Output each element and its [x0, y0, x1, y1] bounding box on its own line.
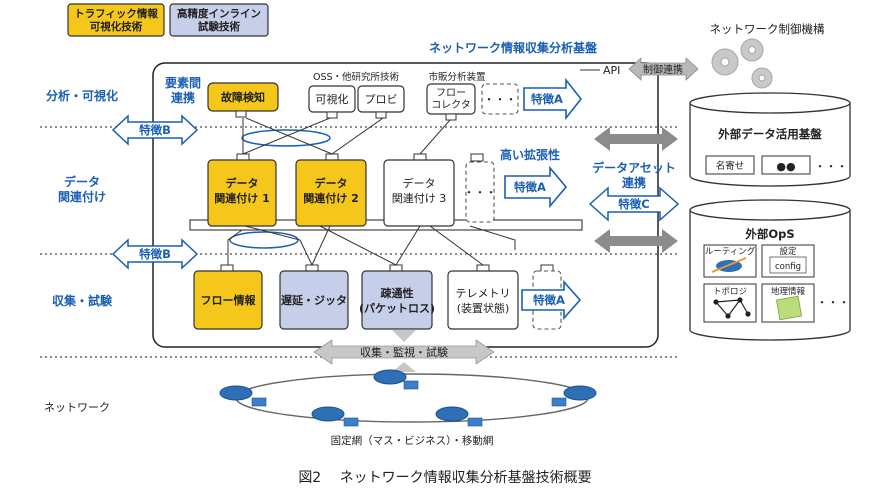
collection-box-telemetry: テレメトリ(装置状態) — [447, 264, 519, 330]
config-title: 設定 — [779, 246, 797, 257]
correlation-box-3: データ関連付け 3 — [383, 153, 455, 227]
oss-label: OSS・他研究所技術 — [313, 71, 400, 83]
external-ops-cylinder: 外部OpS ルーティング 設定 config トポロジ 地理情報 ・・・ — [689, 199, 851, 341]
control-link-label: 制御連携 — [643, 63, 683, 76]
external-data-more: ・・・ — [815, 160, 848, 173]
feature-c-arrow: 特徴C — [588, 186, 680, 222]
feature-c-label: 特徴C — [618, 197, 649, 211]
feature-b-arrow-top: 特徴B — [111, 114, 199, 146]
feature-a-label-analysis: 特徴A — [531, 92, 563, 106]
platform-title: ネットワーク情報収集分析基盤 — [429, 40, 598, 55]
topology-graph-icon — [713, 297, 751, 319]
layer-label-network: ネットワーク — [44, 401, 110, 414]
analysis-more-box: ・・・ — [481, 83, 519, 115]
external-data-item1: 名寄せ — [716, 160, 745, 172]
collect-monitor-test-label: 収集・監視・試験 — [360, 345, 448, 359]
correlation-label-3: データ関連付け 3 — [392, 176, 447, 205]
config-doc-icon — [769, 256, 807, 274]
external-data-item2-box — [761, 155, 811, 175]
collection-label-sparse: 疎通性(パケットロス) — [359, 286, 435, 315]
feature-b-label-bottom: 特徴B — [139, 247, 171, 261]
layer-label-analysis: 分析・可視化 — [46, 88, 118, 103]
provisioning-box: プロビ — [357, 85, 405, 119]
map-icon — [775, 295, 803, 321]
router-icon-4 — [311, 406, 359, 427]
correlation-label-2: データ関連付け 2 — [303, 176, 358, 205]
control-link-arrow — [628, 57, 699, 81]
collection-box-sparse: 疎通性(パケットロス) — [359, 264, 435, 330]
geo-label: 地理情報 — [771, 286, 806, 297]
route-line-icon — [711, 257, 747, 273]
external-data-item1-box — [705, 155, 755, 175]
fault-detection-label: 故障検知 — [221, 90, 265, 104]
feature-a-arrow-collection: 特徴A — [521, 279, 582, 321]
feature-a-label-collection: 特徴A — [533, 293, 565, 307]
feature-b-label-top: 特徴B — [139, 123, 171, 137]
visualization-label: 可視化 — [316, 92, 349, 106]
flow-collector-label: フローコレクタ — [431, 88, 471, 111]
layer-label-collection: 収集・試験 — [52, 293, 113, 308]
control-org-title: ネットワーク制御機構 — [710, 22, 825, 36]
element-link-label: 要素間連携 — [165, 75, 201, 105]
feature-a-label-correlation: 特徴A — [514, 180, 546, 194]
feature-a-arrow-analysis: 特徴A — [523, 77, 583, 121]
collection-label-telemetry: テレメトリ(装置状態) — [456, 287, 511, 315]
layer-label-correlation: データ関連付け — [58, 174, 106, 204]
legend: トラフィック情報可視化技術 高精度インライン試験技術 — [67, 3, 269, 37]
dataset-link-label: データアセット連携 — [592, 160, 676, 190]
correlation-more-label: ・・・ — [464, 186, 497, 199]
external-data-gray-arrow — [594, 127, 678, 151]
flow-collector-box: フローコレクタ — [426, 83, 476, 121]
link-ellipse-top — [241, 129, 331, 147]
routing-label: ルーティング — [705, 246, 756, 257]
network-caption: 固定網（マス・ビジネス）・移動網 — [331, 434, 494, 447]
external-data-cylinder: 外部データ活用基盤 名寄せ ●● ・・・ — [689, 92, 851, 187]
external-ops-more: ・・・ — [817, 296, 850, 309]
fault-detection-box: 故障検知 — [207, 82, 279, 118]
visualization-box: 可視化 — [308, 85, 356, 119]
router-icon-1 — [219, 385, 267, 407]
legend-inline-label: 高精度インライン試験技術 — [177, 7, 261, 33]
analysis-more-label: ・・・ — [484, 93, 517, 106]
collection-box-delay: 遅延・ジッタ — [279, 264, 349, 330]
legend-traffic-swatch — [67, 3, 165, 37]
collection-label-flow: フロー情報 — [201, 293, 257, 307]
collect-monitor-test-arrow: 収集・監視・試験 — [313, 330, 495, 372]
feature-b-arrow-bottom: 特徴B — [111, 238, 199, 270]
router-icon-3 — [551, 385, 597, 407]
correlation-box-1: データ関連付け 1 — [207, 153, 277, 227]
api-label: API — [603, 64, 620, 77]
legend-inline-swatch — [169, 3, 269, 37]
provisioning-label: プロビ — [365, 93, 398, 106]
correlation-label-1: データ関連付け 1 — [214, 176, 269, 205]
external-ops-title: 外部OpS — [744, 227, 794, 241]
correlation-more-box: ・・・ — [464, 153, 497, 223]
gears-icon — [711, 38, 773, 89]
config-label: config — [775, 262, 801, 272]
external-data-title: 外部データ活用基盤 — [717, 127, 822, 141]
correlation-box-2: データ関連付け 2 — [295, 153, 367, 227]
figure-caption: 図2 ネットワーク情報収集分析基盤技術概要 — [298, 469, 591, 486]
external-data-item2: ●● — [776, 160, 795, 173]
feature-a-arrow-correlation: 特徴A — [504, 165, 568, 209]
network-ring — [219, 369, 597, 427]
external-ops-gray-arrow — [594, 229, 678, 253]
scalability-label: 高い拡張性 — [500, 147, 560, 162]
vendor-label: 市販分析装置 — [428, 71, 485, 83]
topology-label: トポロジ — [713, 287, 747, 297]
connectors — [227, 117, 516, 266]
analysis-bus-spacer — [190, 137, 582, 145]
legend-traffic-label: トラフィック情報可視化技術 — [74, 7, 158, 33]
link-ellipse-bottom — [229, 231, 299, 249]
router-icon-5 — [435, 406, 483, 427]
collection-label-delay: 遅延・ジッタ — [281, 293, 347, 307]
collection-box-flow: フロー情報 — [193, 264, 263, 330]
router-icon-2 — [373, 369, 419, 390]
